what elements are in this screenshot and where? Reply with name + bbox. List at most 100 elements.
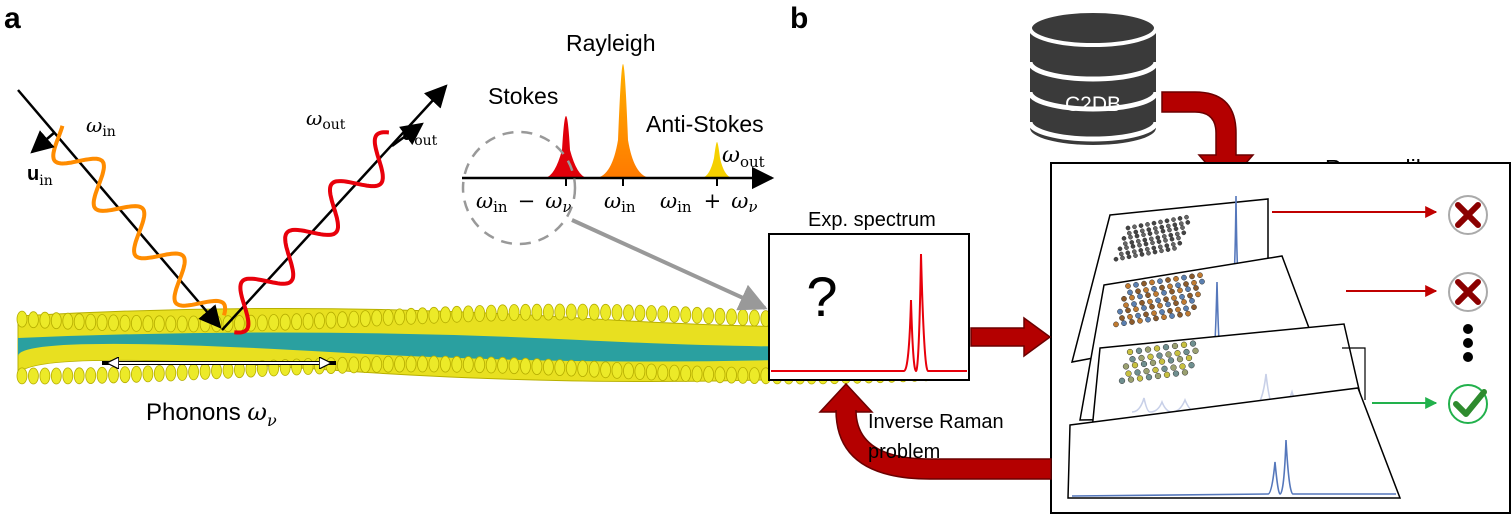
sulfur-atom [623, 362, 634, 380]
sulfur-atom [73, 313, 85, 331]
lattice-atom [1118, 377, 1126, 384]
sulfur-atom [302, 312, 314, 330]
lattice-atom [1135, 238, 1141, 244]
lattice-atom [1193, 285, 1199, 291]
sulfur-atom [85, 313, 97, 331]
sulfur-atom [153, 365, 165, 382]
lattice-atom [1165, 223, 1171, 229]
lattice-atom [1125, 370, 1132, 377]
lattice-atom [1165, 301, 1171, 308]
sulfur-atom [646, 305, 657, 322]
sulfur-atom [394, 355, 406, 373]
sulfur-atom [588, 360, 600, 378]
sulfur-atom [451, 305, 463, 323]
lattice-atom [1173, 226, 1179, 232]
lattice-atom [1155, 235, 1161, 240]
sulfur-atom [565, 303, 577, 321]
sulfur-atom [359, 310, 371, 328]
sulfur-atom [520, 357, 531, 375]
rayleigh-label: Rayleigh [566, 30, 656, 56]
lattice-atom [1176, 356, 1184, 363]
lattice-atom [1149, 279, 1155, 286]
sulfur-atom [199, 315, 211, 333]
lattice-atom [1145, 374, 1153, 381]
sulfur-atom [714, 366, 726, 384]
lattice-atom [1129, 294, 1135, 301]
lattice-atom [1176, 235, 1181, 241]
lattice-atom [1167, 307, 1173, 314]
lattice-atom [1156, 352, 1163, 359]
sulfur-atom [268, 314, 280, 331]
lattice-atom [1130, 244, 1136, 249]
lattice-atom [1174, 231, 1180, 237]
lattice-atom [1179, 363, 1186, 370]
sulfur-atom [462, 305, 474, 323]
sulfur-atom [39, 367, 51, 385]
lattice-atom [1118, 251, 1124, 257]
stokes-peak [545, 116, 587, 178]
lattice-atom [1122, 363, 1130, 370]
sulfur-atom [39, 311, 51, 329]
sulfur-atom [291, 313, 303, 331]
sulfur-atom [611, 361, 623, 379]
lattice-atom [1174, 350, 1181, 357]
lattice-atom [1119, 315, 1125, 321]
sulfur-atom [28, 367, 39, 385]
lattice-atom [1189, 340, 1197, 347]
lattice-atom [1135, 312, 1141, 319]
rayleigh-peak [596, 64, 650, 178]
sulfur-atom [382, 355, 394, 373]
sulfur-atom [531, 358, 543, 376]
unknown-symbol: ? [806, 265, 837, 328]
sulfur-atom [577, 360, 589, 378]
lattice-atom [1147, 231, 1153, 236]
exp-spectrum-curve [771, 253, 967, 373]
lattice-atom [1146, 250, 1151, 256]
sulfur-atom [462, 356, 474, 373]
sulfur-atom [96, 314, 108, 331]
tmd-lattice [1113, 272, 1205, 328]
sulfur-atom [405, 307, 417, 325]
sulfur-atom [520, 303, 531, 321]
lattice-atom [1126, 230, 1132, 236]
honeycomb-lattice [1118, 340, 1199, 384]
lattice-atom [1181, 274, 1187, 281]
lattice-atom [1140, 360, 1148, 368]
sulfur-atom [165, 364, 177, 382]
lattice-atom [1161, 314, 1167, 321]
sulfur-atom [703, 365, 714, 383]
sulfur-atom [325, 357, 337, 375]
sulfur-atom [188, 363, 200, 381]
inverse-label-line2: problem [868, 441, 940, 463]
lattice-atom [1163, 296, 1169, 303]
lattice-atom [1131, 362, 1139, 369]
sulfur-atom [623, 304, 634, 322]
sulfur-atom [348, 310, 360, 328]
sulfur-atom [279, 313, 291, 331]
sulfur-atom [417, 355, 428, 373]
lattice-atom [1185, 220, 1191, 225]
lattice-atom [1113, 321, 1119, 328]
lattice-atom [1142, 237, 1148, 243]
lattice-atom [1146, 227, 1152, 232]
lattice-atom [1144, 346, 1152, 353]
inverse-label-line1: Inverse Raman [868, 411, 1004, 433]
sulfur-atom [50, 367, 62, 385]
sulfur-atom [348, 356, 360, 374]
lattice-atom [1163, 371, 1171, 378]
lattice-atom [1175, 306, 1181, 313]
sulfur-atom [371, 309, 383, 327]
lattice-atom [1137, 242, 1142, 248]
lattice-atom [1128, 234, 1133, 240]
sulfur-atom [314, 312, 325, 330]
lattice-atom [1143, 311, 1149, 318]
sulfur-atom [634, 304, 646, 322]
lattice-atom [1137, 293, 1143, 300]
lattice-atom [1124, 245, 1129, 250]
rayleigh-tick-label: ωin [604, 189, 636, 216]
lattice-atom [1181, 369, 1189, 376]
sulfur-atom [600, 303, 611, 321]
lattice-atom [1171, 342, 1179, 350]
sulfur-atom [394, 308, 406, 326]
